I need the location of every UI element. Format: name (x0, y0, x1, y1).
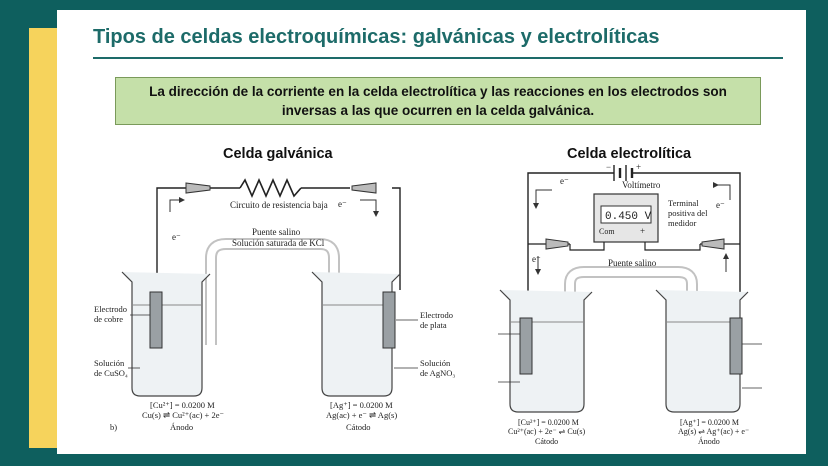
com-terminal: Com (599, 227, 615, 236)
panel-letter: b) (110, 422, 117, 432)
bridge-label: Puente salino (608, 258, 657, 268)
svg-text:de plata: de plata (420, 320, 447, 330)
clip-left (545, 238, 569, 250)
display-value: 0.450 V (605, 211, 652, 223)
callout-text: La dirección de la corriente en la celda… (149, 84, 727, 118)
reaction-label: Cu(s) ⇌ Cu²⁺(ac) + 2e⁻ (142, 410, 224, 420)
bridge-label: Puente salino (252, 227, 301, 237)
concentration-label: [Cu²⁺] = 0.0200 M (150, 400, 215, 410)
battery-minus: − (606, 162, 611, 172)
svg-text:de AgNO₃: de AgNO₃ (420, 368, 455, 378)
svg-text:de CuSO₄: de CuSO₄ (94, 368, 128, 378)
electron-arrow (169, 197, 185, 212)
galvanic-left-wire (156, 187, 190, 290)
electron-arrow (533, 189, 552, 209)
terminal-note: Terminal (668, 198, 699, 208)
galvanic-right-wire (392, 187, 401, 290)
concentration-label: [Ag⁺] = 0.0200 M (680, 418, 739, 427)
beaker-left (499, 289, 593, 413)
battery-plus: + (636, 162, 641, 172)
electrode-role: Ánodo (698, 436, 720, 446)
svg-text:medidor: medidor (668, 218, 696, 228)
clip-right (701, 238, 725, 250)
electron-label: e⁻ (560, 176, 569, 186)
clip-left (185, 182, 211, 194)
beaker-right (655, 289, 749, 413)
silver-electrode (729, 317, 743, 375)
beaker-left (121, 271, 211, 397)
galvanic-cell: Circuito de resistencia baja e⁻ e⁻ Puent… (94, 178, 455, 432)
electron-arrow (360, 199, 379, 217)
electrode-role: Cátodo (535, 437, 558, 446)
electrolytic-right-wire (632, 172, 741, 300)
copper-electrode (149, 291, 163, 349)
resistor-symbol (239, 178, 302, 198)
galvanic-heading: Celda galvánica (223, 146, 333, 162)
reaction-label: Ag(ac) + e⁻ ⇌ Ag(s) (326, 410, 397, 420)
electrode-label: Electrodo (420, 310, 453, 320)
plus-terminal: + (640, 226, 645, 236)
silver-electrode (382, 291, 396, 349)
electron-label: e⁻ (172, 232, 181, 242)
concentration-label: [Ag⁺] = 0.0200 M (330, 400, 393, 410)
beaker-right (311, 271, 401, 397)
accent-bar (29, 28, 59, 448)
concentration-label: [Cu²⁺] = 0.0200 M (518, 418, 579, 427)
electrolytic-heading: Celda electrolítica (567, 146, 692, 162)
electrode-role: Cátodo (346, 422, 371, 432)
slide-title: Tipos de celdas electroquímicas: galváni… (93, 26, 660, 48)
electrolytic-cell: − + e⁻ e⁻ Voltímetro 0.450 V Com + Termi… (498, 162, 762, 446)
electron-arrow (713, 182, 731, 200)
electron-label: e⁻ (716, 200, 725, 210)
voltmeter-label: Voltímetro (622, 180, 661, 190)
svg-text:de cobre: de cobre (94, 314, 123, 324)
svg-text:positiva del: positiva del (668, 208, 708, 218)
resistor-label: Circuito de resistencia baja (230, 200, 328, 210)
callout-box: La dirección de la corriente en la celda… (115, 77, 761, 125)
clip-right (351, 182, 377, 194)
solution-label: Solución (420, 358, 451, 368)
bridge-solution: Solución saturada de KCl (232, 238, 325, 248)
electrode-role: Ánodo (170, 422, 193, 432)
title-underline (93, 57, 783, 59)
electron-label: e⁻ (532, 254, 541, 264)
electrode-label: Electrodo (94, 304, 127, 314)
reaction-label: Ag(s) ⇌ Ag⁺(ac) + e⁻ (678, 427, 749, 436)
reaction-label: Cu²⁺(ac) + 2e⁻ ⇌ Cu(s) (508, 427, 585, 436)
voltmeter-display (600, 205, 652, 224)
salt-bridge (205, 238, 340, 345)
electron-label: e⁻ (338, 199, 347, 209)
electrolytic-left-wire (527, 172, 614, 300)
copper-electrode (519, 317, 533, 375)
solution-label: Solución (94, 358, 125, 368)
